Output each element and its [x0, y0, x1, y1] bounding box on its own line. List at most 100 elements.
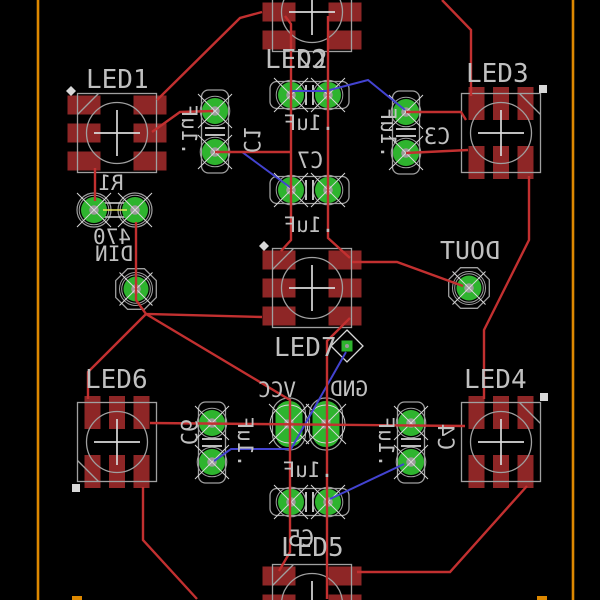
led-footprint-led1[interactable]: [66, 86, 167, 174]
smd-pad[interactable]: [84, 396, 101, 429]
copper-trace-top-12[interactable]: [134, 266, 263, 319]
cap-outline: [197, 401, 227, 484]
led-footprint-led5[interactable]: [262, 563, 362, 600]
pad-cross: [76, 192, 112, 228]
capacitor-footprint-c7[interactable]: [269, 172, 350, 208]
cap-outline: [269, 487, 350, 517]
smd-pad[interactable]: [262, 594, 296, 600]
via[interactable]: [330, 329, 364, 363]
smd-pad[interactable]: [133, 396, 150, 429]
capacitor-footprint-c1[interactable]: [197, 89, 233, 174]
smd-pad[interactable]: [133, 455, 150, 488]
smd-pad[interactable]: [262, 278, 296, 298]
smd-pad[interactable]: [262, 30, 296, 50]
smd-pad[interactable]: [328, 250, 362, 270]
smd-pad[interactable]: [67, 123, 101, 143]
smd-pad[interactable]: [133, 151, 167, 171]
copper-trace-top-8[interactable]: [482, 176, 531, 399]
board-edge-mark: [537, 596, 547, 600]
led-footprint-led4[interactable]: [460, 393, 549, 488]
smd-pad[interactable]: [328, 566, 362, 586]
pin1-chamfer: [519, 93, 541, 115]
led-body-outline: [76, 401, 158, 483]
copper-trace-bottom-2[interactable]: [213, 351, 347, 462]
silk-value-r1: 470: [93, 225, 131, 249]
led-body-outline: [271, 0, 353, 53]
smd-pad[interactable]: [517, 146, 534, 179]
origin-marker-square: [72, 484, 80, 492]
silk-label-dout: DOUT: [440, 236, 500, 265]
led-lens-outline: [85, 410, 149, 474]
resistor-footprint-r1[interactable]: [76, 192, 153, 228]
smd-pad[interactable]: [493, 87, 509, 120]
copper-trace-top-13[interactable]: [145, 312, 292, 572]
pad-dout[interactable]: [448, 267, 490, 309]
smd-pad[interactable]: [468, 146, 485, 179]
copper-trace-top-14[interactable]: [86, 313, 147, 399]
copper-trace-top-2[interactable]: [280, 15, 293, 252]
smd-pad[interactable]: [468, 87, 485, 120]
smd-pad[interactable]: [328, 2, 362, 22]
cap-outline: [391, 90, 421, 175]
smd-pad[interactable]: [493, 146, 509, 179]
copper-trace-top-7[interactable]: [405, 148, 469, 155]
smd-pad[interactable]: [262, 2, 296, 22]
capacitor-footprint-c2[interactable]: [269, 77, 350, 113]
pad-ring-outline: [395, 446, 427, 478]
copper-trace-top-18[interactable]: [357, 485, 528, 574]
silk-label-c2: C2: [297, 46, 326, 74]
led-footprint-led6[interactable]: [72, 396, 158, 492]
led-body-outline: [271, 563, 353, 600]
capacitor-footprint-c4[interactable]: [393, 401, 429, 484]
copper-trace-top-9[interactable]: [352, 260, 464, 288]
smd-pad[interactable]: [493, 455, 509, 488]
led-footprint-led7[interactable]: [259, 241, 362, 329]
led-footprint-led3[interactable]: [460, 85, 548, 179]
smd-pad[interactable]: [328, 278, 362, 298]
copper-trace-top-0[interactable]: [151, 109, 214, 133]
silk-label-led7: LED7: [274, 333, 337, 363]
pin1-chamfer: [519, 402, 541, 424]
origin-marker-square: [539, 85, 547, 93]
silk-label-led1: LED1: [86, 65, 149, 95]
smd-pad[interactable]: [517, 455, 534, 488]
board-edge-mark: [72, 596, 82, 600]
smd-pad[interactable]: [493, 396, 509, 429]
led-footprint-led2[interactable]: [262, 0, 362, 53]
smd-pad[interactable]: [328, 306, 362, 326]
copper-trace-top-15[interactable]: [325, 317, 351, 599]
pad-ring-outline: [454, 273, 484, 303]
silk-value-c4: .1uF: [374, 417, 398, 468]
smd-pad[interactable]: [468, 455, 485, 488]
pad-cross: [194, 444, 230, 480]
copper-trace-top-3[interactable]: [326, 16, 351, 259]
silk-label-c1: C1: [238, 127, 263, 154]
smd-pad[interactable]: [328, 594, 362, 600]
origin-marker-square: [540, 393, 548, 401]
smd-pad[interactable]: [109, 396, 125, 429]
silk-value-c7: .1uF: [284, 213, 335, 237]
copper-trace-bottom-3[interactable]: [329, 463, 405, 500]
copper-trace-top-6[interactable]: [406, 110, 468, 121]
smd-pad[interactable]: [67, 151, 101, 171]
silk-label-led2: LED2: [265, 45, 328, 75]
smd-pad[interactable]: [262, 306, 296, 326]
led-lens-outline: [280, 0, 344, 44]
copper-trace-top-16[interactable]: [149, 421, 466, 428]
copper-trace-top-4[interactable]: [156, 10, 263, 101]
smd-footprints-layer: [66, 0, 548, 600]
capacitor-footprint-c5[interactable]: [269, 484, 350, 520]
smd-pad[interactable]: [468, 396, 485, 429]
silk-label-vcc: VCC: [258, 378, 296, 402]
copper-trace-bottom-1[interactable]: [291, 78, 406, 111]
copper-trace-top-17[interactable]: [141, 487, 198, 600]
silk-label-c3: C3: [424, 125, 451, 150]
smd-pad[interactable]: [109, 455, 125, 488]
led-lens-outline: [281, 572, 343, 600]
copper-trace-top-5[interactable]: [441, 0, 473, 96]
smd-pad[interactable]: [328, 30, 362, 50]
led-lens-outline: [280, 256, 344, 320]
